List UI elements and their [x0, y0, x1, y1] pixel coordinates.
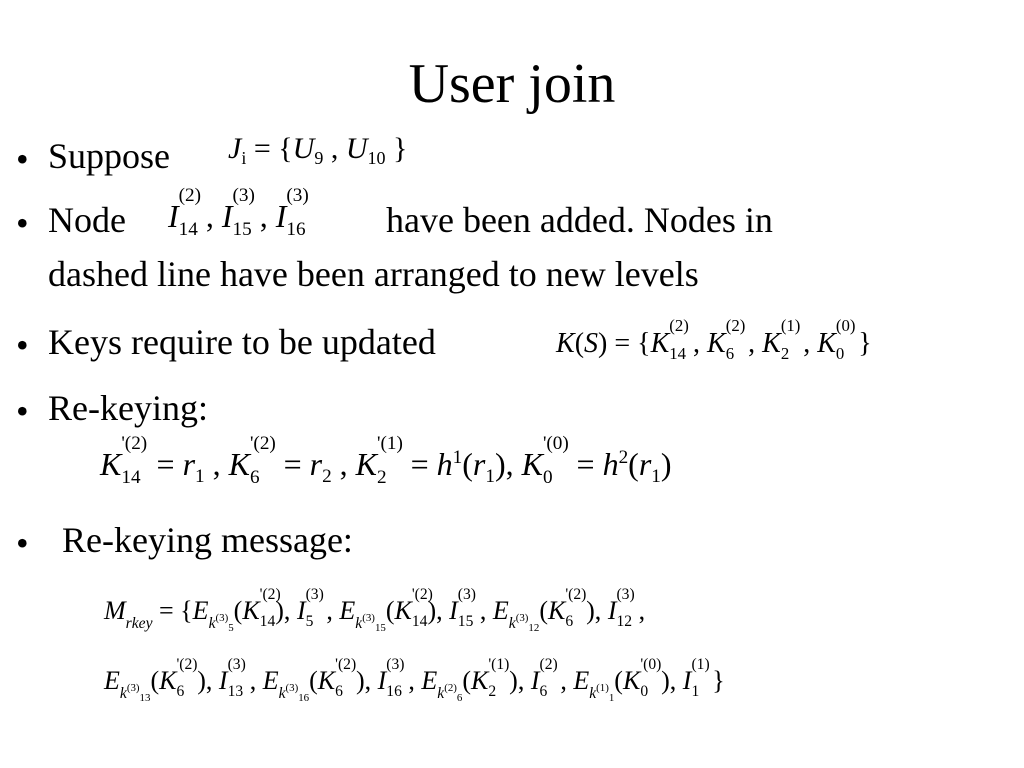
equation-message-line-2: Ek(3)13(K'(2)6 ), I(3)13 , Ek(3)16(K'(2)… [104, 655, 725, 705]
equation-key-set: K(S) = {K(2)14 , K(2)6 , K(1)2 , K(0)0 } [556, 315, 872, 364]
bullet-dot: • [16, 139, 29, 179]
bullet-dot: • [16, 325, 29, 365]
bullet-node-text-continued: dashed line have been arranged to new le… [48, 254, 699, 294]
bullet-dot: • [16, 203, 29, 243]
slide-title: User join [408, 53, 616, 115]
bullet-dot: • [16, 523, 29, 563]
equation-rekeying: K'(2)14 = r1 , K'(2)6 = r2 , K'(1)2 = h1… [100, 433, 672, 489]
bullet-suppose: Suppose [48, 136, 171, 176]
bullet-keys-update: Keys require to be updated [48, 322, 436, 362]
equation-join-set: Ji = {U9 , U10 } [228, 132, 408, 169]
bullet-dot: • [16, 391, 29, 431]
bullet-node-text: have been added. Nodes in [386, 200, 773, 240]
equation-message-line-1: Mrkey = {Ek(3)5(K'(2)14), I(3)5 , Ek(3)1… [104, 585, 646, 635]
bullet-node-label: Node [48, 200, 126, 240]
bullet-rekeying: Re-keying: [48, 388, 208, 428]
bullet-rekeying-message: Re-keying message: [62, 520, 353, 560]
equation-added-nodes: I(2)14 , I(3)15 , I(3)16 [168, 185, 309, 241]
